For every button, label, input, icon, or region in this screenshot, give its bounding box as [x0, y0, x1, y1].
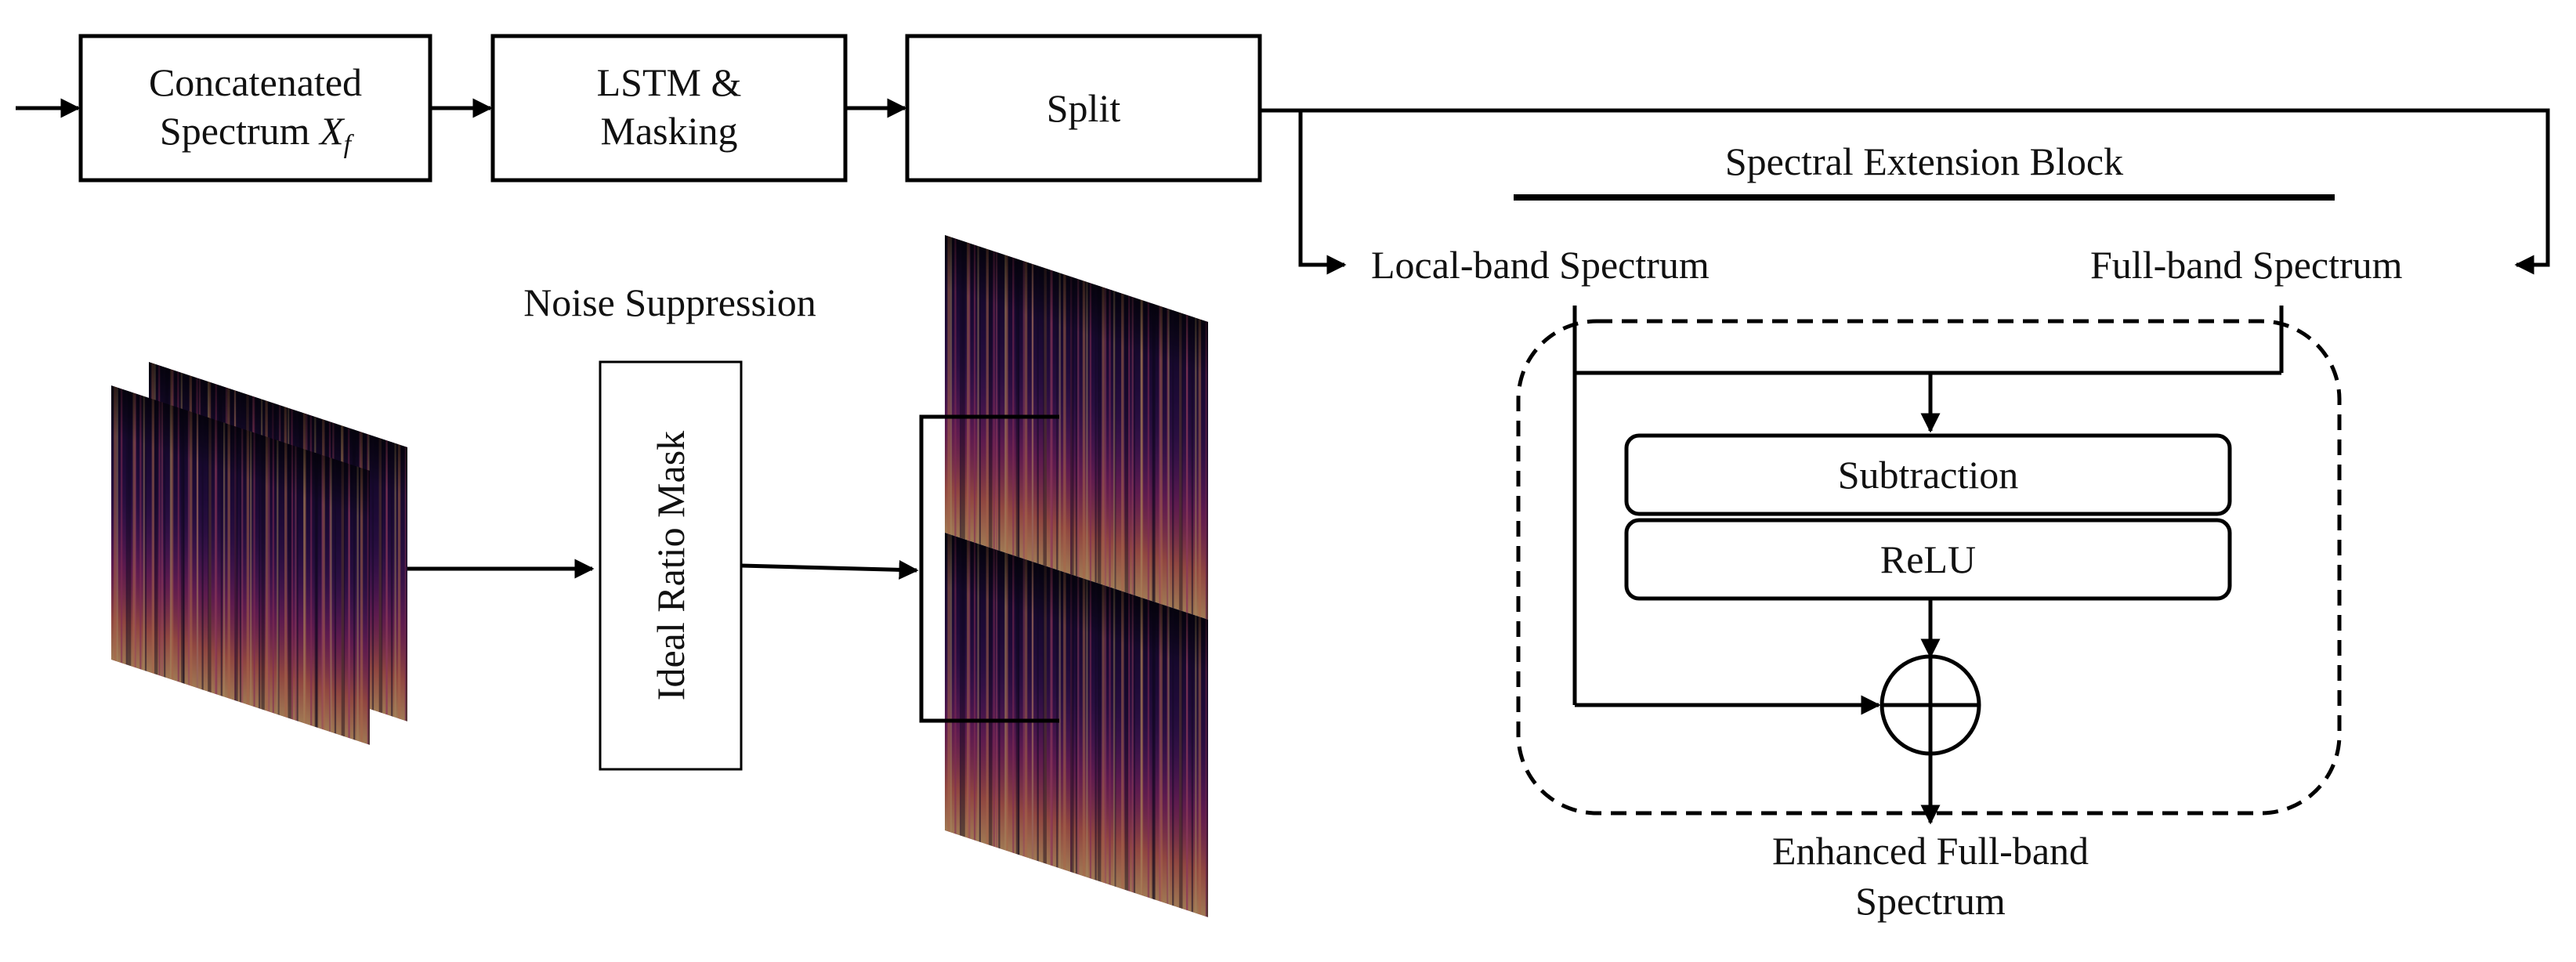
full-band-label: Full-band Spectrum [2090, 243, 2403, 287]
lstm-masking-box [490, 34, 848, 183]
relu-box [1624, 518, 2232, 601]
relu-label: ReLU [1880, 537, 1977, 581]
arrow-from-ideal-ratio-mask [740, 559, 919, 580]
ideal-ratio-mask-label: Ideal Ratio Mask [649, 430, 693, 701]
spectral-extension-dashed-boundary [1516, 319, 2342, 816]
local-band-label: Local-band Spectrum [1371, 243, 1709, 287]
split-to-local-band-connector [1260, 108, 1347, 275]
subtraction-label: Subtraction [1837, 453, 2019, 497]
spectral-extension-title: Spectral Extension Block [1724, 139, 2124, 183]
subtraction-box [1624, 433, 2232, 516]
output-bracket [919, 414, 1059, 723]
split-box [905, 34, 1262, 183]
noise-suppression-title: Noise Suppression [523, 280, 816, 324]
adder-icon [1880, 654, 1981, 756]
ideal-ratio-mask-box [599, 360, 743, 771]
input-spectrogram-stack [111, 362, 407, 745]
enhanced-output-label: Enhanced Full-band Spectrum [1771, 829, 2089, 923]
split-to-full-band-connector [1301, 108, 2550, 275]
split-label: Split [1046, 86, 1121, 130]
concatenated-spectrum-label: Concatenated Spectrum Xf [148, 60, 363, 159]
lstm-masking-label: LSTM & Masking [596, 60, 742, 153]
